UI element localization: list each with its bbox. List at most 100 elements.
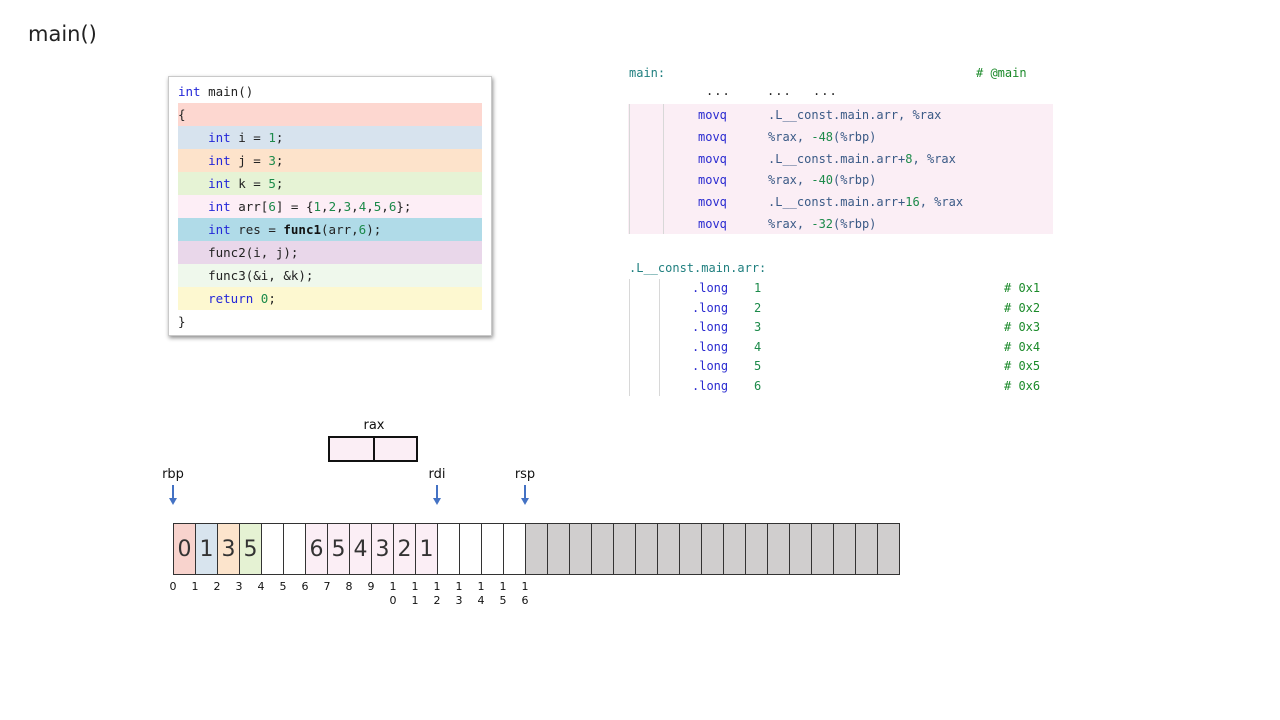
page-title: main() bbox=[28, 22, 97, 46]
code-line: } bbox=[178, 310, 482, 333]
code-line: int res = func1(arr,6); bbox=[178, 218, 482, 241]
stack-cell bbox=[283, 523, 306, 575]
c-source-panel: int main(){ int i = 1; int j = 3; int k … bbox=[168, 76, 492, 336]
code-token: ; bbox=[275, 176, 284, 191]
unused-stack-cell bbox=[833, 523, 856, 575]
asm-const-value: 6 bbox=[754, 379, 762, 393]
unused-stack-cell bbox=[811, 523, 834, 575]
code-token bbox=[178, 153, 208, 168]
unused-stack-cell bbox=[613, 523, 636, 575]
asm-operand-token: -40 bbox=[811, 173, 834, 188]
stack-cell: 5 bbox=[239, 523, 262, 575]
code-token: 5 bbox=[373, 199, 382, 214]
unused-stack-cell bbox=[547, 523, 570, 575]
indent-guide bbox=[663, 104, 664, 234]
code-token: arr[ bbox=[230, 199, 269, 214]
code-token: ; bbox=[275, 153, 284, 168]
code-token: int bbox=[208, 199, 231, 214]
asm-ellipsis-3: ... bbox=[813, 84, 838, 98]
code-token: } bbox=[178, 314, 186, 329]
asm-ellipsis-1: ... bbox=[706, 84, 731, 98]
address-tick: 0 bbox=[169, 580, 177, 593]
stack-cell: 6 bbox=[305, 523, 328, 575]
code-token bbox=[178, 176, 208, 191]
code-token bbox=[253, 291, 261, 306]
code-line: int main() bbox=[178, 80, 482, 103]
code-token: int bbox=[208, 153, 231, 168]
code-token: 0 bbox=[260, 291, 269, 306]
code-token: ] = { bbox=[275, 199, 314, 214]
code-line: return 0; bbox=[178, 287, 482, 310]
code-token: , bbox=[351, 199, 359, 214]
code-token: 6 bbox=[268, 199, 276, 214]
asm-const-comment: # 0x2 bbox=[1004, 300, 1041, 315]
rsp-label: rsp bbox=[514, 467, 536, 482]
stack-cell bbox=[503, 523, 526, 575]
address-tick: 1 3 bbox=[455, 580, 463, 607]
asm-const-value: 2 bbox=[754, 300, 762, 315]
code-line: func2(i, j); bbox=[178, 241, 482, 264]
asm-operand-token: .L__const.main.arr, %rax bbox=[768, 108, 942, 122]
code-token: 1 bbox=[313, 199, 322, 214]
asm-opcode: movq bbox=[698, 151, 727, 166]
unused-stack-cell bbox=[591, 523, 614, 575]
asm-operand-token: 16 bbox=[905, 195, 920, 210]
address-tick: 1 6 bbox=[521, 580, 529, 607]
code-token: i = bbox=[230, 130, 269, 145]
asm-operand-token: %rax, bbox=[768, 129, 812, 144]
asm-operand-token: (%rbp) bbox=[833, 217, 877, 231]
address-tick: 3 bbox=[235, 580, 243, 593]
code-token: 5 bbox=[268, 176, 276, 191]
asm-const-label: .L__const.main.arr: bbox=[629, 261, 767, 275]
asm-ellipsis-2: ... bbox=[767, 84, 792, 98]
stack-cell: 0 bbox=[173, 523, 196, 575]
asm-directive: .long bbox=[692, 281, 729, 295]
stack-cell: 5 bbox=[327, 523, 350, 575]
asm-const-comment: # 0x3 bbox=[1004, 320, 1041, 335]
code-token: int bbox=[208, 130, 231, 145]
asm-opcode: movq bbox=[698, 129, 727, 144]
asm-directive: .long bbox=[692, 339, 729, 354]
code-token bbox=[178, 291, 208, 306]
code-token: ); bbox=[366, 222, 382, 237]
unused-stack-cell bbox=[657, 523, 680, 575]
rbp-arrow bbox=[172, 485, 174, 499]
code-line: func3(&i, &k); bbox=[178, 264, 482, 287]
code-line: { bbox=[178, 103, 482, 126]
code-token: int bbox=[208, 222, 231, 237]
unused-stack-cell bbox=[679, 523, 702, 575]
stack-cell bbox=[437, 523, 460, 575]
code-token bbox=[178, 130, 208, 145]
indent-guide bbox=[629, 104, 630, 234]
unused-stack-cell bbox=[877, 523, 900, 575]
asm-operand-token: .L__const.main.arr+ bbox=[768, 195, 906, 210]
code-token: main() bbox=[200, 84, 254, 99]
asm-highlight-block bbox=[628, 104, 1053, 234]
address-tick: 7 bbox=[323, 580, 331, 593]
stack-cell: 3 bbox=[217, 523, 240, 575]
asm-directive: .long bbox=[692, 359, 729, 374]
asm-const-comment: # 0x4 bbox=[1004, 339, 1041, 354]
code-token: }; bbox=[396, 199, 412, 214]
code-line: int j = 3; bbox=[178, 149, 482, 172]
address-tick: 1 2 bbox=[433, 580, 441, 607]
asm-directive: .long bbox=[692, 320, 729, 335]
rax-cell bbox=[373, 436, 418, 462]
stack-cell: 2 bbox=[393, 523, 416, 575]
code-token: 1 bbox=[268, 130, 276, 145]
code-token: res = bbox=[230, 222, 284, 237]
code-line: int i = 1; bbox=[178, 126, 482, 149]
indent-guide bbox=[659, 279, 660, 396]
unused-stack-cell bbox=[789, 523, 812, 575]
code-token bbox=[178, 222, 208, 237]
asm-operands: %rax, -32(%rbp) bbox=[768, 217, 876, 231]
asm-operand-token: , %rax bbox=[919, 195, 964, 210]
stack-cell bbox=[459, 523, 482, 575]
code-token: ; bbox=[275, 130, 284, 145]
asm-const-comment: # 0x6 bbox=[1004, 379, 1041, 393]
arrow-down-icon bbox=[169, 498, 177, 505]
asm-directive: .long bbox=[692, 300, 729, 315]
asm-const-comment: # 0x1 bbox=[1004, 281, 1041, 295]
stack-cell: 4 bbox=[349, 523, 372, 575]
stack-cell bbox=[261, 523, 284, 575]
